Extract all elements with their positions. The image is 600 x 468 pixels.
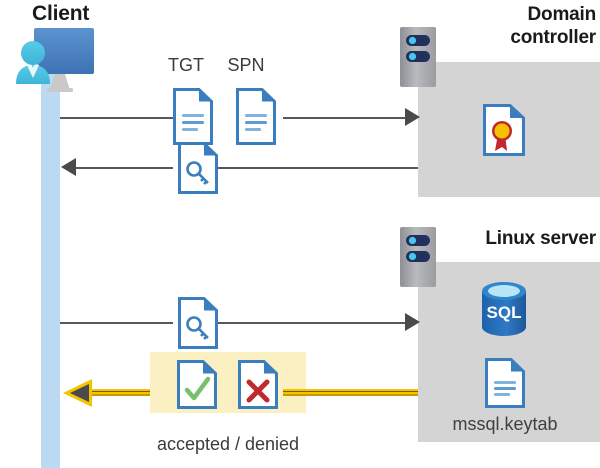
domain-controller-server-icon <box>399 26 437 88</box>
flow-linux-to-client-line-right <box>283 389 418 396</box>
flow-client-to-linux-arrowhead <box>405 313 421 331</box>
domain-controller-title-line1: Domain <box>527 4 597 25</box>
domain-controller-title-line2: controller <box>510 27 596 48</box>
sql-database-icon: SQL <box>478 280 530 338</box>
document-check-icon <box>177 360 217 409</box>
flow-linux-to-client-arrowhead <box>62 378 94 408</box>
client-icon <box>6 24 104 96</box>
linux-server-title: Linux server <box>485 228 596 249</box>
sql-label: SQL <box>487 303 522 322</box>
flow-client-to-dc-line-left <box>60 117 173 119</box>
result-caption: accepted / denied <box>156 434 300 454</box>
spn-label: SPN <box>227 55 265 75</box>
client-title: Client <box>32 2 90 25</box>
result-highlight-box <box>150 352 306 413</box>
flow-dc-to-client-arrowhead <box>60 158 76 176</box>
keytab-label: mssql.keytab <box>452 414 558 434</box>
linux-server-server-icon <box>399 226 437 288</box>
document-cross-icon <box>238 360 278 409</box>
flow-client-to-dc-line-right <box>283 117 408 119</box>
flow-linux-to-client-line-left <box>88 389 150 396</box>
spn-document-icon <box>236 88 276 145</box>
keytab-document-icon <box>485 358 525 408</box>
tgt-document-icon <box>173 88 213 145</box>
request-key-document-icon <box>178 297 218 349</box>
client-lifeline <box>41 72 60 468</box>
tgt-label: TGT <box>168 55 204 75</box>
flow-client-to-linux-line-left <box>60 322 173 324</box>
certificate-document-icon <box>483 104 525 156</box>
ticket-key-document-icon <box>178 142 218 194</box>
flow-client-to-linux-line-right <box>218 322 408 324</box>
flow-client-to-dc-arrowhead <box>405 108 421 126</box>
flow-dc-to-client-line-left <box>76 167 173 169</box>
flow-dc-to-client-line-right <box>218 167 418 169</box>
